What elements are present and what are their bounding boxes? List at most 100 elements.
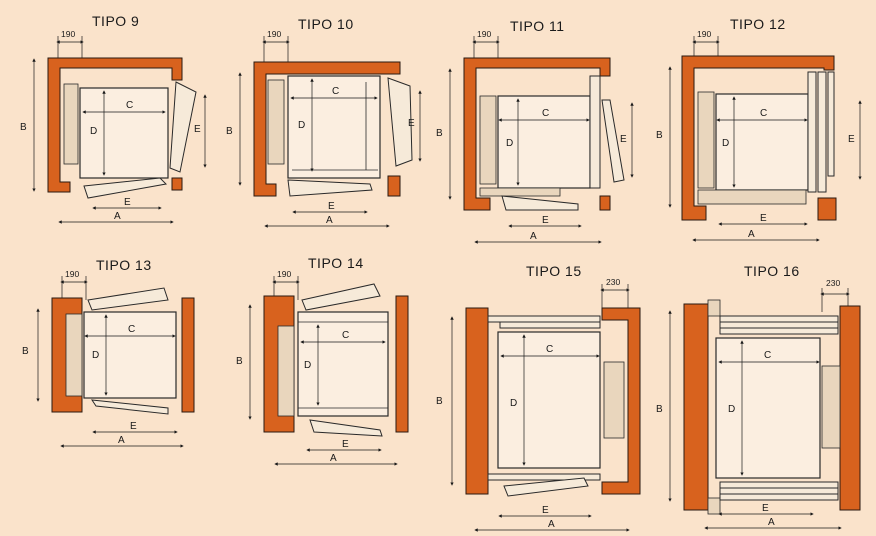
diagram-title: TIPO 14 — [308, 255, 364, 271]
diagram-tipo-11: TIPO 11 190 D C E E A B — [436, 18, 634, 244]
swing-door-right — [601, 99, 625, 183]
label-C: C — [546, 344, 553, 355]
counterweight-guide — [277, 325, 295, 417]
label-C: C — [764, 350, 771, 361]
shaft-wall-right — [601, 307, 641, 495]
label-B: B — [22, 346, 29, 357]
dim-190: 190 — [697, 29, 711, 39]
diagram-tipo-10: TIPO 10 190 D C E E A B — [226, 16, 422, 228]
label-B: B — [656, 404, 663, 415]
frame-post — [707, 497, 721, 515]
diagram-title: TIPO 16 — [744, 263, 800, 279]
label-A: A — [748, 229, 755, 240]
counterweight-guide — [63, 83, 79, 165]
swing-door-bottom — [90, 399, 169, 415]
label-C: C — [342, 330, 349, 341]
label-E: E — [542, 505, 549, 516]
cabin — [715, 93, 809, 191]
label-D: D — [90, 126, 97, 137]
cabin — [79, 87, 169, 179]
dim-230: 230 — [826, 278, 840, 288]
label-C: C — [128, 324, 135, 335]
sill — [479, 187, 561, 197]
dim-190: 190 — [477, 29, 491, 39]
swing-door-bottom — [309, 419, 383, 437]
label-B: B — [436, 396, 443, 407]
label-D: D — [506, 138, 513, 149]
cabin — [297, 311, 389, 417]
telescopic-door-panel — [719, 321, 839, 329]
label-E: E — [342, 439, 349, 450]
label-E: E — [328, 201, 335, 212]
label-C: C — [332, 86, 339, 97]
diagram-tipo-14: TIPO 14 190 D C E A B — [236, 255, 409, 466]
shaft-wall — [463, 57, 611, 211]
shaft-wall-left — [465, 307, 489, 495]
counterweight-guide — [821, 365, 841, 449]
label-B: B — [656, 130, 663, 141]
label-A: A — [530, 231, 537, 242]
label-C: C — [126, 100, 133, 111]
swing-door-bottom — [503, 477, 589, 497]
label-A: A — [330, 453, 337, 464]
label-E: E — [620, 134, 627, 145]
label-D: D — [304, 360, 311, 371]
shaft-wall-corner — [817, 197, 837, 221]
swing-door-right — [169, 81, 197, 173]
label-D: D — [728, 404, 735, 415]
label-C: C — [542, 108, 549, 119]
shaft-wall-right — [839, 305, 861, 511]
label-D: D — [298, 120, 305, 131]
swing-door-bottom — [287, 179, 373, 197]
frame-post — [707, 299, 721, 317]
label-D: D — [92, 350, 99, 361]
diagram-tipo-13: TIPO 13 190 D C E A B — [22, 257, 195, 448]
label-A: A — [326, 215, 333, 226]
counterweight-guide — [603, 361, 625, 439]
label-E: E — [542, 215, 549, 226]
diagram-title: TIPO 9 — [92, 13, 139, 29]
telescopic-door-panel — [719, 481, 839, 489]
label-E: E — [124, 197, 131, 208]
diagram-title: TIPO 13 — [96, 257, 152, 273]
telescopic-door-panel — [719, 487, 839, 495]
dim-190: 190 — [65, 269, 79, 279]
shaft-wall — [681, 55, 835, 221]
label-A: A — [548, 519, 555, 530]
label-B: B — [20, 122, 27, 133]
counterweight-guide — [65, 313, 83, 397]
swing-door-top — [301, 283, 381, 311]
cabin — [287, 75, 381, 179]
shaft-wall — [47, 57, 183, 193]
counterweight-guide — [479, 95, 497, 185]
telescopic-door-panel — [487, 473, 601, 481]
label-A: A — [114, 211, 121, 222]
counterweight-guide — [697, 91, 715, 189]
shaft-wall-right — [395, 295, 409, 433]
label-E: E — [408, 118, 415, 129]
label-A: A — [118, 435, 125, 446]
label-E: E — [848, 134, 855, 145]
diagram-tipo-9: TIPO 9 190 D C E E A B — [20, 13, 207, 224]
diagram-tipo-16: TIPO 16 230 D C E A B — [656, 263, 861, 530]
label-D: D — [510, 398, 517, 409]
diagram-title: TIPO 12 — [730, 16, 786, 32]
label-A: A — [768, 517, 775, 528]
telescopic-door-panel — [817, 71, 827, 193]
label-E: E — [194, 124, 201, 135]
shaft-wall-corner — [171, 177, 183, 191]
diagram-title: TIPO 15 — [526, 263, 582, 279]
telescopic-door-panel — [807, 71, 817, 193]
label-B: B — [226, 126, 233, 137]
telescopic-door-panel — [719, 315, 839, 323]
telescopic-door-panel — [719, 493, 839, 501]
telescopic-door-panel — [487, 315, 601, 323]
swing-door-top — [87, 287, 169, 311]
sill — [697, 189, 807, 205]
label-D: D — [722, 138, 729, 149]
diagram-tipo-15: TIPO 15 230 D C E A B — [436, 263, 641, 532]
diagram-title: TIPO 10 — [298, 16, 354, 32]
dim-190: 190 — [277, 269, 291, 279]
shaft-wall-right — [181, 297, 195, 413]
